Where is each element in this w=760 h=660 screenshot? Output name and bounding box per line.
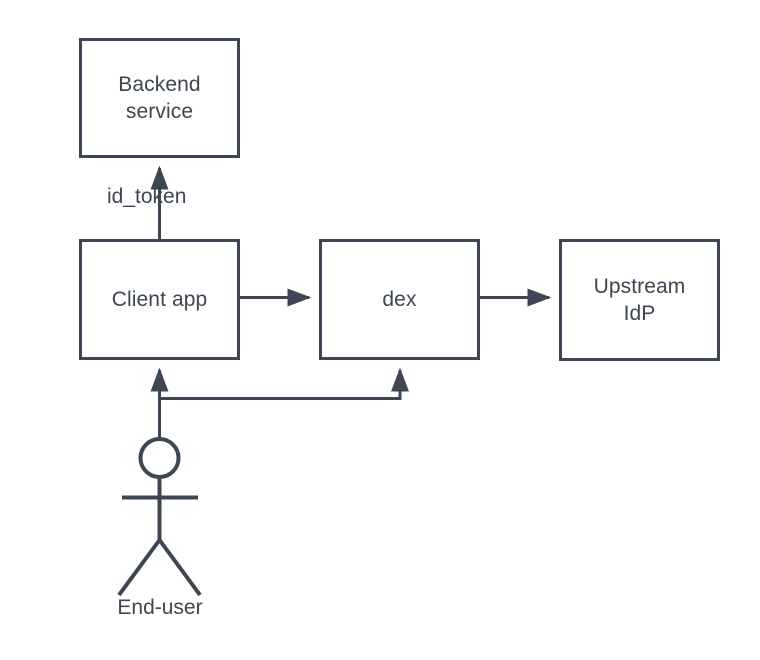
node-client-app-label: Client app bbox=[111, 288, 208, 311]
node-backend-service-label: Backend service bbox=[118, 73, 201, 123]
node-upstream-idp[interactable]: Upstream IdP bbox=[559, 239, 720, 361]
edge-label-id-token: id_token bbox=[107, 185, 187, 208]
node-backend-service[interactable]: Backend service bbox=[79, 38, 240, 158]
node-client-app[interactable]: Client app bbox=[79, 239, 240, 360]
node-upstream-idp-label: Upstream IdP bbox=[593, 275, 686, 325]
actor-leg-left bbox=[117, 538, 162, 597]
actor-head bbox=[138, 437, 181, 479]
actor-leg-right bbox=[157, 538, 202, 597]
actor-label-end-user: End-user bbox=[117, 596, 203, 619]
node-dex-label: dex bbox=[382, 288, 417, 311]
node-dex[interactable]: dex bbox=[319, 239, 480, 360]
edge-enduser-to-dex bbox=[159, 367, 409, 400]
